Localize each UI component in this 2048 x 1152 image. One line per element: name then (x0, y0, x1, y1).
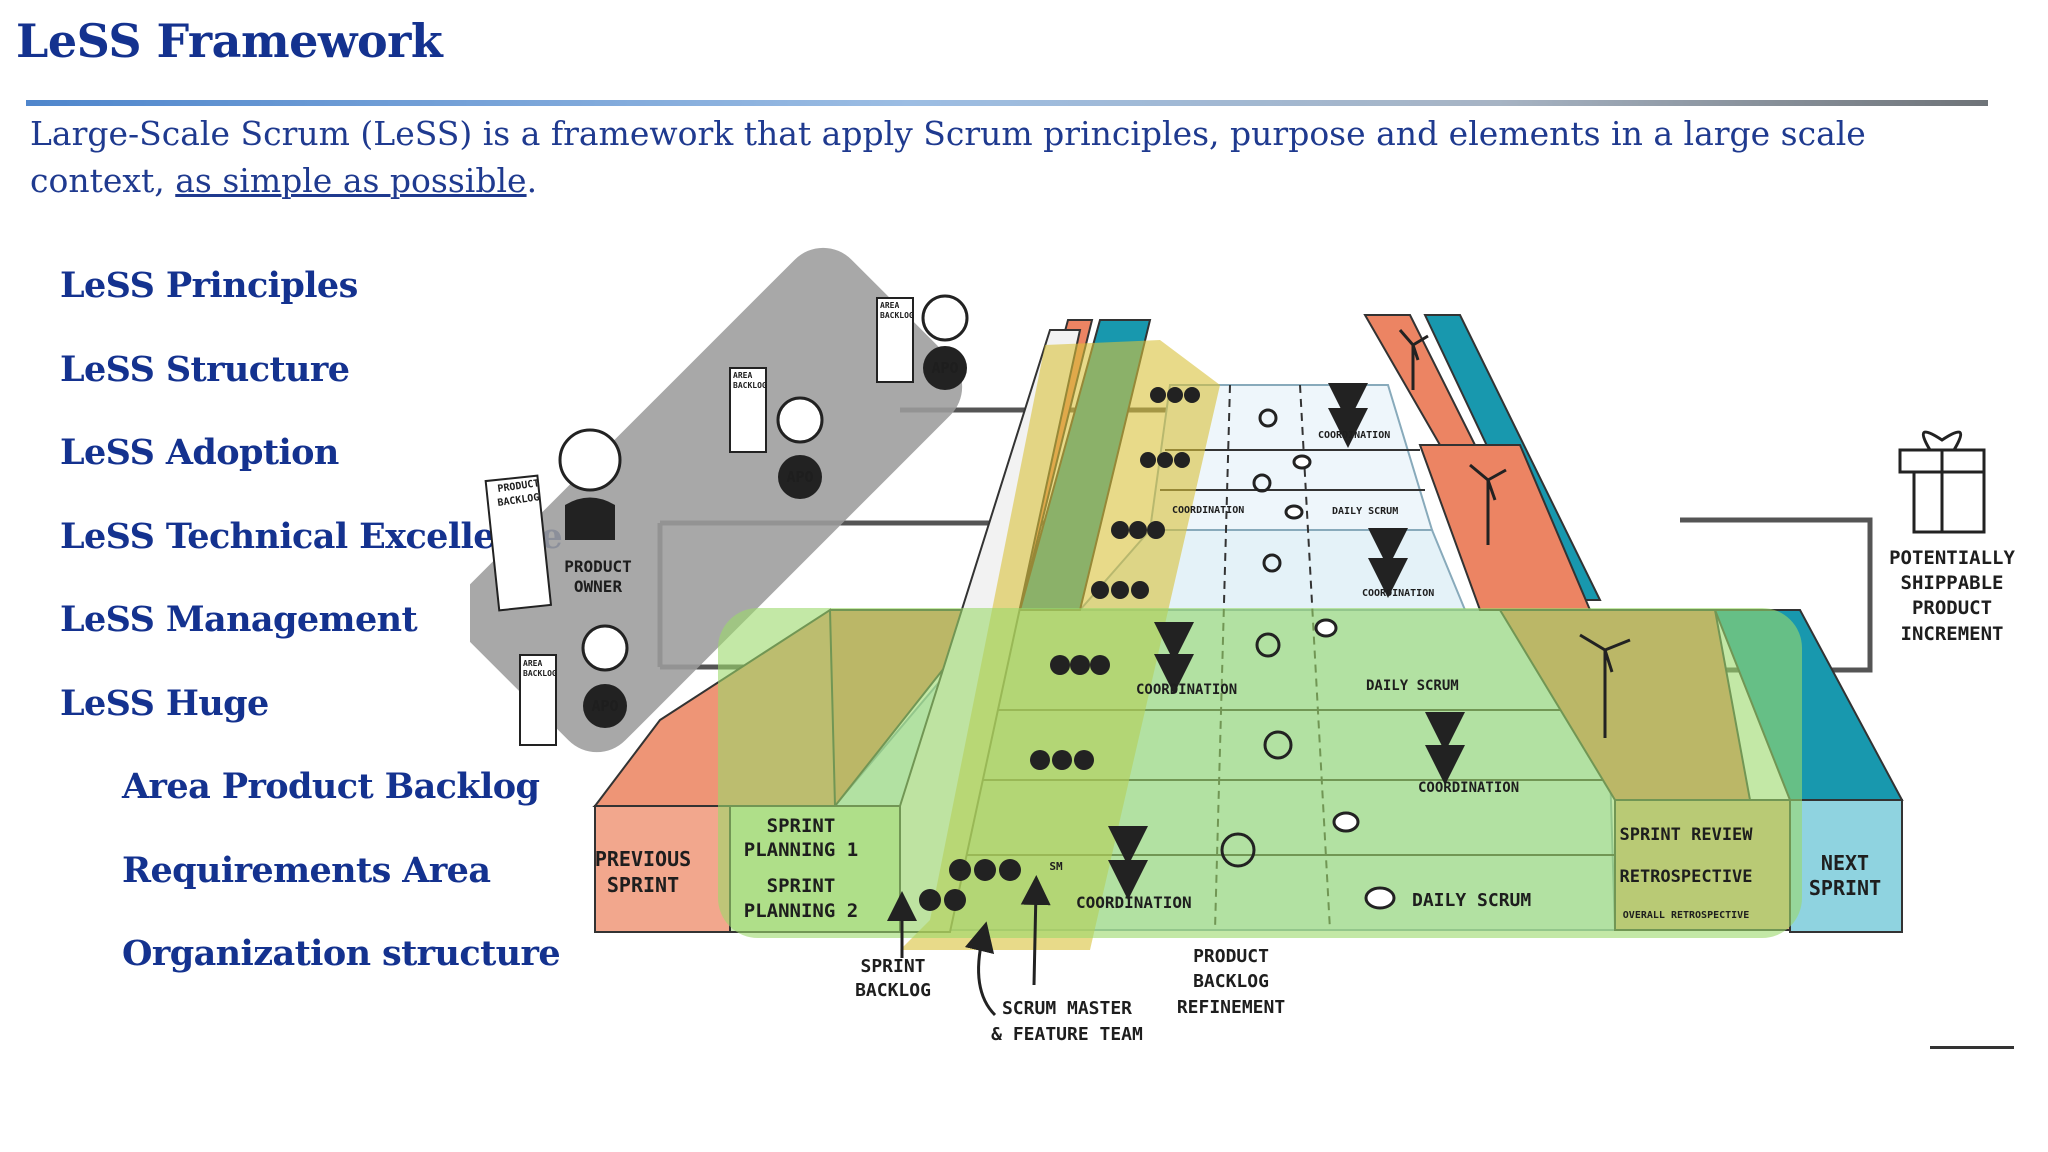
sprint-review-label: SPRINT REVIEW (1619, 825, 1753, 845)
product-owner-label-2: OWNER (574, 577, 623, 596)
apo-figure-3 (519, 624, 629, 746)
coordination-label-1: COORDINATION (1318, 430, 1390, 441)
sprint-planning-2-label-2: PLANNING 2 (744, 900, 858, 922)
previous-sprint-label-2: SPRINT (607, 873, 679, 897)
less-huge-diagram: PREVIOUS SPRINT SPRINT PLANNING 1 SPRINT… (470, 247, 2015, 1045)
topic-area-product-backlog[interactable]: Area Product Backlog (122, 766, 540, 807)
product-owner-label-1: PRODUCT (564, 557, 631, 576)
psi-label-4: INCREMENT (1901, 623, 2004, 645)
page-title: LeSS Framework (16, 14, 443, 68)
daily-scrum-label-1: DAILY SCRUM (1332, 506, 1398, 517)
topic-less-principles[interactable]: LeSS Principles (60, 265, 358, 306)
slide-corner-mark (1930, 1046, 2014, 1049)
callout-arrows (887, 875, 1051, 1017)
coordination-label-6: COORDINATION (1076, 893, 1192, 912)
coordination-arrows (1108, 383, 1465, 900)
pbr-label-2: BACKLOG (1193, 971, 1269, 992)
apo-label-2: APO (786, 468, 813, 486)
scrum-master-label-1: SCRUM MASTER (1002, 998, 1132, 1019)
product-owner-figure (484, 428, 622, 612)
pbr-label-1: PRODUCT (1193, 946, 1269, 967)
pbr-label-3: REFINEMENT (1177, 997, 1286, 1018)
topic-less-management[interactable]: LeSS Management (60, 599, 418, 640)
feature-team-members (919, 387, 1200, 911)
coordination-label-4: COORDINATION (1136, 682, 1237, 698)
requirement-area-overlay (718, 608, 1802, 938)
intro-end: . (526, 161, 538, 200)
area-backlog-label-2b: BACKLOG (733, 381, 767, 390)
psi-label-3: PRODUCT (1912, 597, 1992, 619)
coordination-label-2: COORDINATION (1172, 505, 1244, 516)
topic-less-technical-excellence[interactable]: LeSS Technical Excellence (60, 515, 563, 557)
apo-label-1: APO (931, 359, 958, 377)
title-divider (26, 100, 1988, 106)
retrospective-label: RETROSPECTIVE (1619, 867, 1752, 887)
overall-retrospective-label: OVERALL RETROSPECTIVE (1623, 910, 1749, 921)
psi-label-2: SHIPPABLE (1901, 572, 2004, 594)
sprint-backlog-label-1: SPRINT (860, 956, 925, 977)
intro-paragraph: Large-Scale Scrum (LeSS) is a framework … (30, 110, 1990, 204)
area-backlog-label-3b: BACKLOG (523, 669, 557, 678)
scrum-master-label-2: & FEATURE TEAM (991, 1024, 1143, 1045)
topic-less-huge[interactable]: LeSS Huge (60, 682, 269, 724)
area-backlog-label-1a: AREA (880, 301, 899, 310)
gift-box-icon (1898, 430, 1986, 534)
area-backlog-overlay (470, 247, 963, 753)
coordination-label-5: COORDINATION (1418, 780, 1519, 796)
topic-list: LeSS Principles LeSS Structure LeSS Adop… (60, 262, 563, 1014)
next-sprint-label-2: SPRINT (1809, 876, 1881, 900)
topic-requirements-area[interactable]: Requirements Area (122, 849, 491, 891)
topic-less-adoption[interactable]: LeSS Adoption (60, 432, 339, 473)
sprint-backlog-label-2: BACKLOG (855, 980, 931, 1001)
intro-link[interactable]: as simple as possible (175, 161, 527, 200)
sprint-planning-1-label-2: PLANNING 1 (744, 839, 858, 861)
coordination-label-3: COORDINATION (1362, 588, 1434, 599)
sm-label: SM (1049, 860, 1063, 873)
daily-scrum-label-3: DAILY SCRUM (1412, 890, 1531, 911)
psi-label-1: POTENTIALLY (1889, 547, 2015, 569)
daily-scrum-label-2: DAILY SCRUM (1366, 678, 1459, 694)
apo-figure-2 (729, 367, 824, 499)
apo-label-3: APO (591, 697, 618, 715)
apo-figure-1 (876, 294, 969, 390)
sprint-planning-1-label-1: SPRINT (767, 815, 836, 837)
sprint-planning-2-label-1: SPRINT (767, 875, 836, 897)
area-backlog-label-2a: AREA (733, 371, 752, 380)
intro-text: Large-Scale Scrum (LeSS) is a framework … (30, 114, 1866, 200)
daily-scrum-bubbles (1284, 454, 1396, 910)
topic-less-structure[interactable]: LeSS Structure (60, 348, 350, 390)
topic-organization-structure[interactable]: Organization structure (122, 933, 561, 974)
windmill-icon (1398, 329, 1631, 738)
next-sprint-label-1: NEXT (1821, 851, 1869, 875)
area-backlog-label-3a: AREA (523, 659, 542, 668)
previous-sprint-label-1: PREVIOUS (595, 847, 691, 871)
magnifier-icons (1220, 408, 1293, 868)
area-backlog-label-1b: BACKLOG (880, 311, 914, 320)
